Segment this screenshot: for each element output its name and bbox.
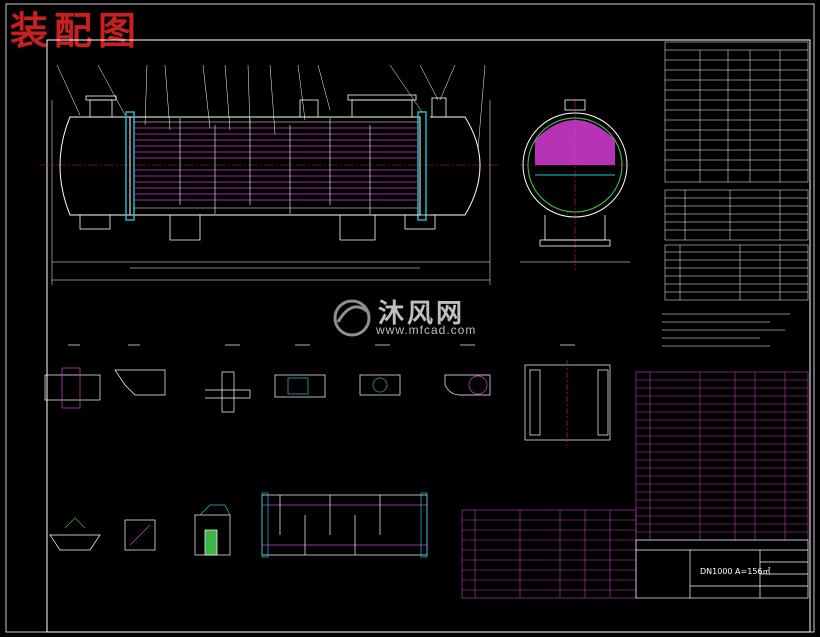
weld-details: [49, 504, 231, 556]
drawing-frame: [46, 39, 811, 633]
main-elevation-view: [40, 64, 500, 285]
watermark-url: www.mfcad.com: [376, 323, 477, 337]
watermark-brand: 沐风网: [378, 299, 466, 329]
technical-data-table: [664, 41, 809, 183]
left-tubesheet: [125, 111, 135, 221]
title-block: [635, 539, 809, 599]
standards-table: [664, 244, 809, 301]
technical-notes: [662, 313, 790, 347]
right-tubesheet: [417, 111, 427, 221]
nozzle-table: [664, 189, 809, 241]
title-block-spec: DN1000 A=156㎡: [700, 567, 771, 576]
tube-bundle-view: [261, 492, 428, 558]
parts-list: [461, 371, 809, 599]
drawing-title: 装配图: [10, 8, 143, 53]
watermark-logo-icon: [333, 299, 371, 337]
end-section-view: [520, 99, 630, 270]
detail-views: [44, 344, 611, 445]
